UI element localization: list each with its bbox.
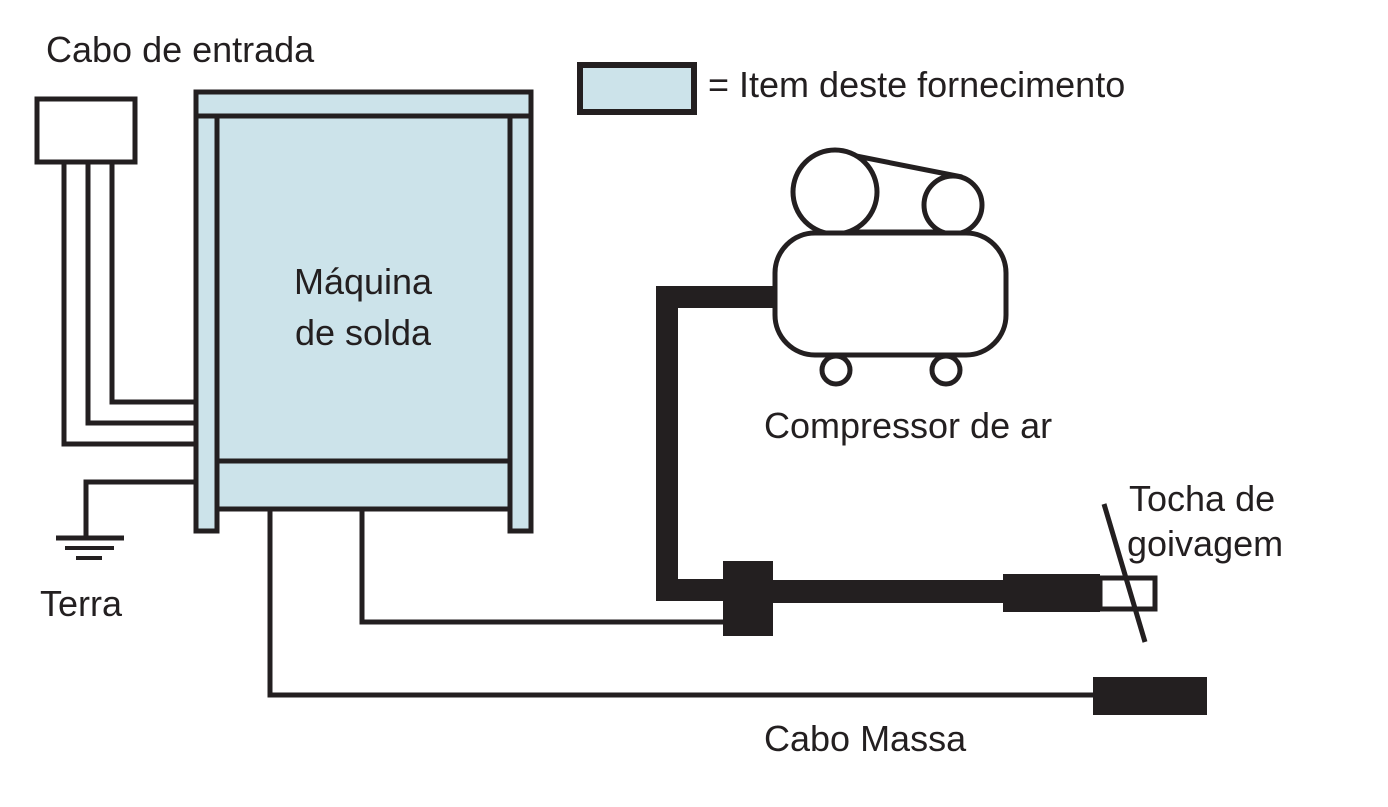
torch-power-cable <box>359 509 725 625</box>
ground-cable <box>267 509 1095 698</box>
air-compressor <box>772 147 1009 387</box>
legend-swatch <box>577 62 697 115</box>
input-cable-box <box>34 96 138 165</box>
welding-machine-label-line1: Máquina <box>294 261 433 302</box>
ground-cable-label: Cabo Massa <box>764 718 967 759</box>
gouging-torch-label-line1: Tocha de <box>1129 478 1275 519</box>
legend-label: = Item deste fornecimento <box>708 64 1125 105</box>
ground-label: Terra <box>40 583 123 624</box>
gouging-torch-label-line2: goivagem <box>1127 523 1283 564</box>
welding-machine-label-line2: de solda <box>295 312 432 353</box>
air-hose <box>656 286 775 601</box>
ground-clamp <box>1093 677 1207 715</box>
input-cable-label: Cabo de entrada <box>46 29 315 70</box>
ground-symbol <box>56 479 196 560</box>
air-compressor-label: Compressor de ar <box>764 405 1052 446</box>
torch-connector <box>723 561 773 636</box>
input-cable-wires <box>61 162 196 447</box>
gouging-torch <box>1003 503 1158 643</box>
torch-cable <box>773 580 1005 603</box>
